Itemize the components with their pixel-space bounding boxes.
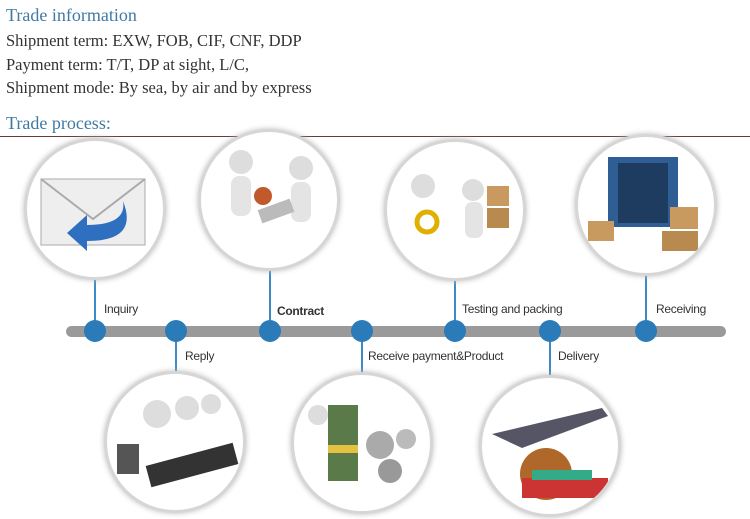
payment-image xyxy=(291,372,433,514)
payment-term: Payment term: T/T, DP at sight, L/C, xyxy=(6,55,250,74)
divider xyxy=(0,136,750,137)
stem xyxy=(269,268,271,328)
stem xyxy=(175,335,177,375)
step-dot-receiving xyxy=(635,320,657,342)
receiving-image xyxy=(575,134,717,276)
shipment-mode: Shipment mode: By sea, by air and by exp… xyxy=(6,78,312,97)
step-label-receiving: Receiving xyxy=(656,302,706,316)
money-gears-icon xyxy=(308,405,416,483)
contract-image xyxy=(198,129,340,271)
shipment-term: Shipment term: EXW, FOB, CIF, CNF, DDP xyxy=(6,31,302,50)
step-label-reply: Reply xyxy=(185,349,215,363)
delivery-image xyxy=(479,375,621,517)
timeline-bar xyxy=(66,326,726,337)
stem xyxy=(361,335,363,375)
stem xyxy=(94,278,96,328)
stem xyxy=(549,335,551,375)
stem xyxy=(645,272,647,328)
step-dot-reply xyxy=(165,320,187,342)
container-icon xyxy=(588,157,698,251)
testing-packing-image xyxy=(384,139,526,281)
step-dot-testing xyxy=(444,320,466,342)
packing-icon xyxy=(411,174,509,238)
step-label-contract: Contract xyxy=(277,304,324,318)
handshake-icon xyxy=(229,150,313,224)
trade-info-heading: Trade information xyxy=(6,5,137,25)
step-dot-inquiry xyxy=(84,320,106,342)
step-label-inquiry: Inquiry xyxy=(104,302,138,316)
inquiry-image xyxy=(24,138,166,280)
step-dot-contract xyxy=(259,320,281,342)
envelope-icon xyxy=(40,178,146,251)
airplane-ship-icon xyxy=(492,408,608,500)
trade-process-heading: Trade process: xyxy=(6,113,111,133)
step-dot-delivery xyxy=(539,320,561,342)
step-label-testing: Testing and packing xyxy=(462,302,563,316)
step-label-delivery: Delivery xyxy=(558,349,599,363)
step-dot-payment xyxy=(351,320,373,342)
call-center-icon xyxy=(117,394,239,488)
step-label-payment: Receive payment&Product xyxy=(368,349,504,363)
reply-image xyxy=(104,371,246,513)
stem xyxy=(454,278,456,328)
